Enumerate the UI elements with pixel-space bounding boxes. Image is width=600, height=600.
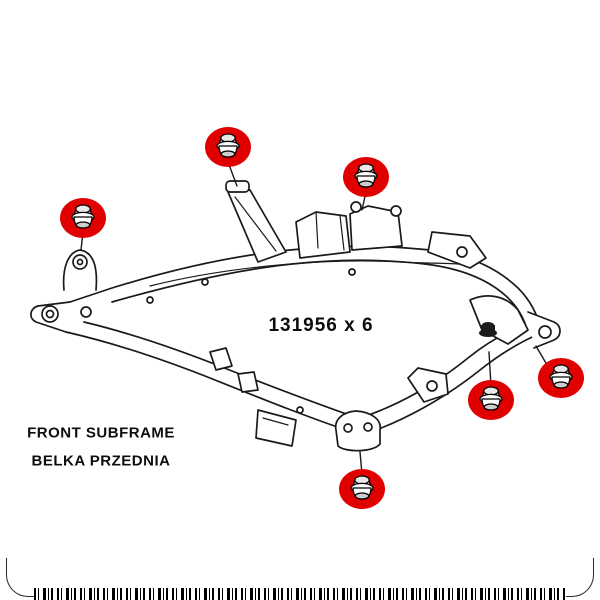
caption-belka-przednia: BELKA PRZEDNIA [31, 452, 171, 470]
installed-bushing [479, 322, 497, 337]
bushing-marker-6 [338, 468, 386, 510]
bushing-marker-1 [204, 126, 252, 168]
barcode [34, 588, 566, 600]
bushing-marker-3 [59, 197, 107, 239]
subframe-frame [30, 161, 561, 475]
part-number-label: 131956 x 6 [268, 315, 374, 336]
bushing-marker-5 [467, 379, 515, 421]
bushing-marker-2 [342, 156, 390, 198]
bushing-marker-4 [537, 357, 585, 399]
caption-front-subframe: FRONT SUBFRAME [27, 424, 175, 442]
